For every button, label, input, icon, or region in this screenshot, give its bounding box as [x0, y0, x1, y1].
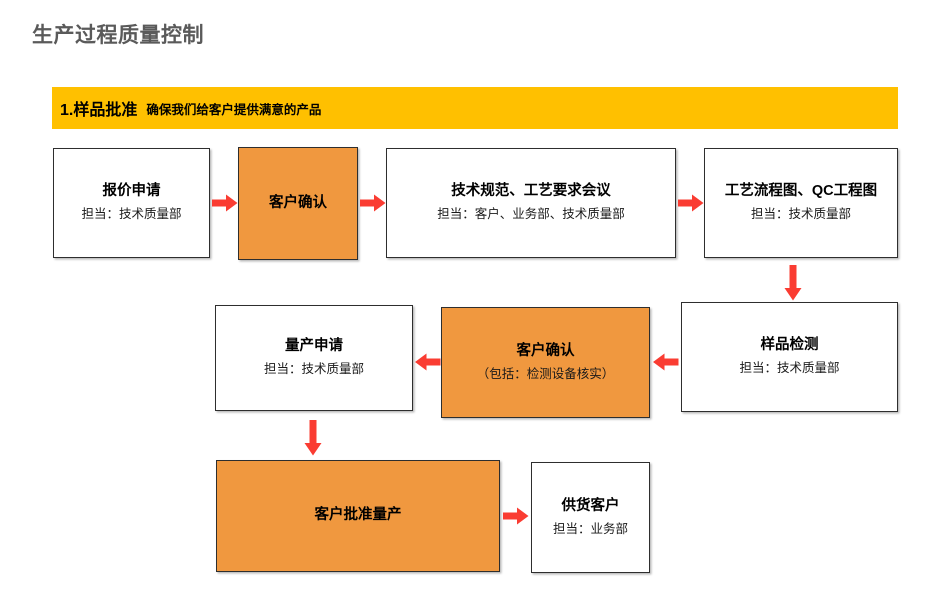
flow-node-customer-confirm-2[interactable]: 客户确认 （包括：检测设备核实）	[441, 307, 650, 418]
arrow-right-approve-to-supply	[503, 507, 529, 525]
node-subtitle: 担当：业务部	[552, 521, 628, 536]
node-subtitle: 担当：技术质量部	[81, 207, 182, 222]
arrow-down-qcchart-to-sample	[784, 265, 802, 301]
node-title: 工艺流程图、QC工程图	[724, 183, 878, 200]
flow-node-mass-production-request[interactable]: 量产申请 担当：技术质量部	[215, 305, 413, 411]
arrow-right-spec-to-qcchart	[678, 194, 704, 212]
section-index-label: 1.样品批准	[60, 102, 138, 119]
node-title: 报价申请	[102, 183, 161, 200]
flow-node-process-qc-chart[interactable]: 工艺流程图、QC工程图 担当：技术质量部	[704, 148, 898, 258]
flow-node-sample-inspection[interactable]: 样品检测 担当：技术质量部	[681, 302, 898, 412]
node-title: 客户确认	[269, 194, 327, 211]
node-title: 客户确认	[516, 342, 575, 359]
node-subtitle: 担当：客户、业务部、技术质量部	[437, 207, 625, 222]
node-subtitle: （包括：检测设备核实）	[476, 366, 615, 381]
node-title: 量产申请	[285, 338, 343, 355]
arrow-right-confirm1-to-spec	[360, 194, 386, 212]
flow-node-quote-request[interactable]: 报价申请 担当：技术质量部	[53, 148, 210, 258]
node-subtitle: 担当：技术质量部	[263, 362, 364, 377]
node-subtitle: 担当：技术质量部	[739, 361, 840, 376]
flow-node-supply-customer[interactable]: 供货客户 担当：业务部	[531, 462, 650, 573]
page-title: 生产过程质量控制	[32, 24, 204, 47]
arrow-left-confirm2-to-mprequest	[415, 353, 441, 371]
arrow-down-mprequest-to-approve	[304, 420, 322, 456]
arrow-right-quote-to-confirm1	[212, 194, 238, 212]
node-title: 样品检测	[760, 337, 819, 354]
flow-node-customer-approve-mass-production[interactable]: 客户批准量产	[216, 460, 500, 572]
section-banner: 1.样品批准 确保我们给客户提供满意的产品	[52, 87, 898, 129]
flow-node-spec-meeting[interactable]: 技术规范、工艺要求会议 担当：客户、业务部、技术质量部	[386, 148, 676, 258]
arrow-left-sample-to-confirm2	[653, 353, 679, 371]
node-title: 客户批准量产	[314, 507, 402, 524]
node-subtitle: 担当：技术质量部	[750, 207, 851, 222]
flow-node-customer-confirm-1[interactable]: 客户确认	[238, 147, 358, 260]
section-subtitle: 确保我们给客户提供满意的产品	[146, 102, 322, 117]
node-title: 技术规范、工艺要求会议	[451, 183, 611, 200]
node-title: 供货客户	[561, 497, 620, 514]
